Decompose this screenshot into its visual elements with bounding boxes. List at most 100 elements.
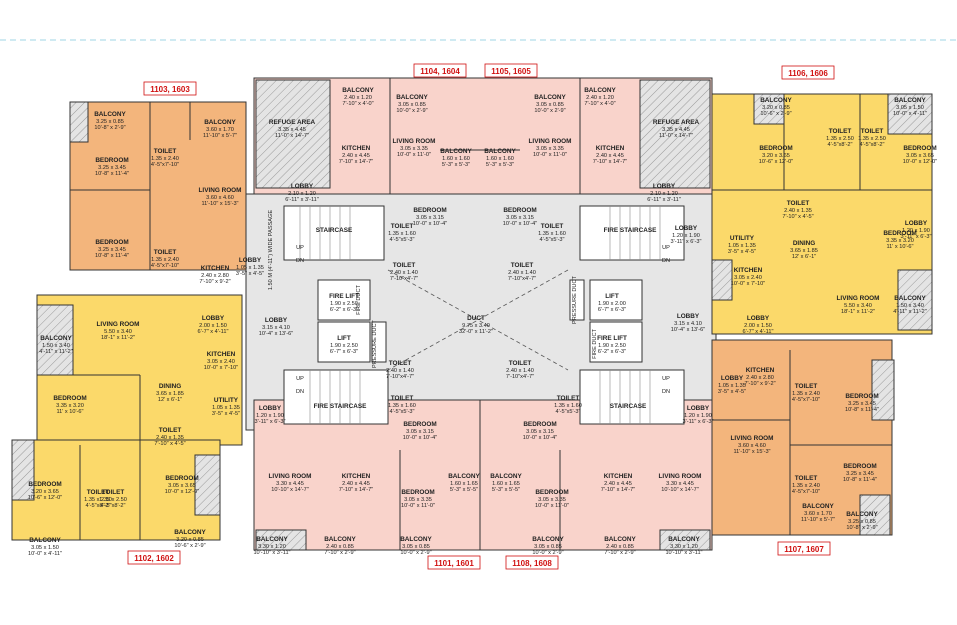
room-name: LOBBY bbox=[259, 405, 282, 412]
room-dim-metric: 3.20 x 0.85 bbox=[176, 537, 204, 543]
room-name: LOBBY bbox=[265, 317, 288, 324]
fire-staircase-top-right bbox=[579, 205, 685, 261]
room-name: LIFT bbox=[605, 293, 619, 300]
room-name: LIVING ROOM bbox=[269, 473, 312, 480]
room-name: UTILITY bbox=[730, 235, 755, 242]
room-dim-metric: 1.05 x 1.35 bbox=[718, 383, 746, 389]
room-dim-imperial: 10'-8" x 2'-9" bbox=[846, 525, 877, 531]
room-name: KITCHEN bbox=[746, 367, 775, 374]
unit-number-tag: 1103, 1603 bbox=[143, 81, 197, 96]
room-name: BEDROOM bbox=[53, 395, 86, 402]
room-name: TOILET bbox=[509, 360, 532, 367]
room-dim-metric: 3.05 x 1.50 bbox=[31, 545, 59, 551]
room-dim-imperial: 10'-0" x 2'-9" bbox=[532, 550, 563, 556]
room-dim-imperial: 10'-8" x 2'-9" bbox=[94, 125, 125, 131]
room-dim-imperial: 10'-0" x 10'-4" bbox=[523, 435, 557, 441]
room-dim-metric: 1.60 x 1.65 bbox=[450, 481, 478, 487]
room-name: BEDROOM bbox=[843, 463, 876, 470]
room-dim-metric: 2.40 x 4.45 bbox=[596, 153, 624, 159]
unit-1102-lower-block bbox=[11, 439, 221, 541]
hatch-box bbox=[255, 529, 307, 551]
lift-left bbox=[317, 321, 371, 363]
hatch-box bbox=[897, 269, 933, 331]
room-name: BALCONY bbox=[256, 536, 288, 543]
room-dim-imperial: 10'-0" x 2'-9" bbox=[400, 550, 431, 556]
room-name: BALCONY bbox=[668, 536, 700, 543]
room-dim-imperial: 7'-10" x 2'-9" bbox=[324, 550, 355, 556]
room-dim-imperial: 10'-8" x 11'-4" bbox=[843, 477, 877, 483]
room-name: TOILET bbox=[159, 427, 182, 434]
room-dim-imperial: 18'-1" x 11'-2" bbox=[101, 335, 135, 341]
fire-lift-left bbox=[317, 279, 371, 321]
room-name: BALCONY bbox=[400, 536, 432, 543]
room-dim-imperial: 10'-10" x 3'-11" bbox=[253, 550, 290, 556]
room-name: BALCONY bbox=[760, 97, 792, 104]
unit-number-tag: 1104, 1604 bbox=[413, 63, 467, 78]
room-dim-metric: 2.40 x 1.40 bbox=[390, 270, 418, 276]
room-name: TOILET bbox=[102, 489, 125, 496]
room-dim-metric: 3.35 x 4.45 bbox=[278, 127, 306, 133]
room-dim-metric: 3.05 x 2.40 bbox=[207, 359, 235, 365]
room-dim-imperial: 7'-10" x 14'-7" bbox=[339, 487, 373, 493]
room-name: BEDROOM bbox=[401, 489, 434, 496]
room-name: BALCONY bbox=[342, 87, 374, 94]
room-dim-metric: 2.00 x 1.50 bbox=[744, 323, 772, 329]
room-dim-metric: 3.60 x 4.60 bbox=[738, 443, 766, 449]
room-name: FIRE LIFT bbox=[597, 335, 627, 342]
room-dim-metric: 3.65 x 1.85 bbox=[156, 391, 184, 397]
room-name: DUCT bbox=[467, 315, 485, 322]
room-name: TOILET bbox=[154, 148, 177, 155]
room-dim-imperial: 6'-7" x 6'-3" bbox=[598, 307, 626, 313]
room-dim-imperial: 7'-10" x 4'-5" bbox=[154, 441, 185, 447]
room-name: TOILET bbox=[511, 262, 534, 269]
room-name: BEDROOM bbox=[523, 421, 556, 428]
room-dim-metric: 2.40 x 4.45 bbox=[342, 153, 370, 159]
unit-tag-box bbox=[777, 541, 831, 556]
room-dim-imperial: 3'-5" x 4'-5" bbox=[236, 271, 264, 277]
room-name: TOILET bbox=[391, 223, 414, 230]
room-name: REFUGE AREA bbox=[269, 119, 316, 126]
room-dim-imperial: 10'-0" x 7'-10" bbox=[731, 281, 765, 287]
room-dim-imperial: 11'-0" x 14'-7" bbox=[659, 133, 693, 139]
room-dim-imperial: 10'-0" x 11'-0" bbox=[397, 152, 431, 158]
room-name: BALCONY bbox=[490, 473, 522, 480]
room-name: LOBBY bbox=[721, 375, 744, 382]
room-dim-imperial: 10'-4" x 13'-6" bbox=[671, 327, 705, 333]
stair-treads bbox=[299, 206, 661, 424]
room-dim-imperial: 11'-10" x 5'-7" bbox=[801, 517, 835, 523]
room-dim-imperial: 10'-0" x 10'-4" bbox=[403, 435, 437, 441]
room-dim-imperial: 4'-5"x5'-3" bbox=[389, 237, 414, 243]
room-dim-metric: 3.05 x 0.85 bbox=[536, 102, 564, 108]
room-dim-metric: 1.50 x 3.40 bbox=[896, 303, 924, 309]
room-dim-metric: 1.50 x 3.40 bbox=[42, 343, 70, 349]
room-name: UTILITY bbox=[214, 397, 239, 404]
unit-tag-box bbox=[127, 550, 181, 565]
room-name: TOILET bbox=[557, 395, 580, 402]
room-name: LOBBY bbox=[687, 405, 710, 412]
room-dim-imperial: 4'-5"x8'-2" bbox=[859, 142, 884, 148]
room-label: STAIRCASE bbox=[316, 227, 353, 234]
